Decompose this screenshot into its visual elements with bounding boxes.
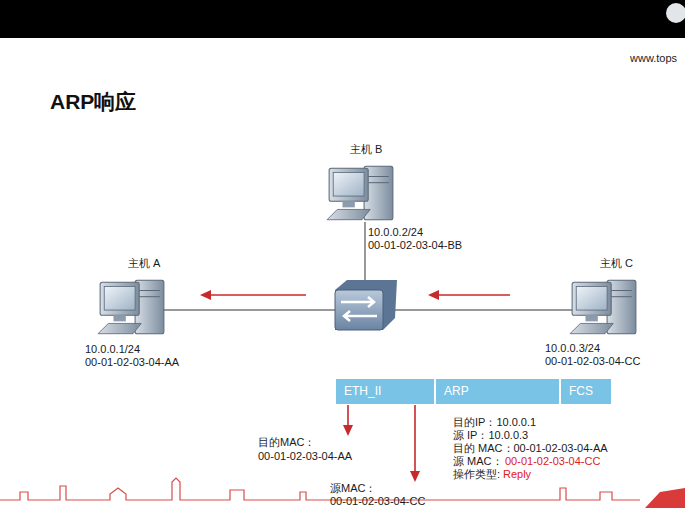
field-caption: 源MAC： bbox=[330, 482, 376, 495]
wire bbox=[150, 310, 335, 311]
arp-field: 操作类型: bbox=[453, 468, 500, 481]
arp-field: 源 MAC： bbox=[453, 455, 503, 468]
computer-icon bbox=[327, 166, 393, 219]
ip-address: 10.0.0.3/24 bbox=[545, 342, 600, 355]
switch-icon bbox=[335, 280, 397, 330]
field-name: FCS bbox=[569, 385, 593, 398]
arp-value-highlight: Reply bbox=[503, 468, 531, 481]
avatar-dot bbox=[666, 3, 685, 23]
arp-field: 源 IP：10.0.0.3 bbox=[453, 429, 528, 442]
arp-field: 目的IP：10.0.0.1 bbox=[453, 416, 536, 429]
mac-address: 00-01-02-03-04-AA bbox=[85, 356, 179, 369]
wire bbox=[395, 310, 585, 311]
frame-field: FCS bbox=[560, 378, 612, 405]
slide-title: ARP响应 bbox=[50, 88, 136, 116]
mac-address: 00-01-02-03-04-CC bbox=[545, 355, 640, 368]
mac-address: 00-01-02-03-04-BB bbox=[368, 239, 462, 252]
wire bbox=[365, 222, 366, 282]
arp-value-highlight: 00-01-02-03-04-CC bbox=[505, 455, 600, 468]
host-label: 主机 B bbox=[350, 143, 382, 156]
frame-field: ETH_II bbox=[335, 378, 435, 405]
logo-swoosh bbox=[645, 488, 685, 508]
field-name: ETH_II bbox=[344, 385, 381, 398]
host-label: 主机 C bbox=[600, 257, 633, 270]
watermark: www.tops bbox=[630, 52, 677, 65]
host-node: 主机 C 10.0.0.3/2400-01-02-03-04-CC bbox=[540, 255, 680, 370]
computer-icon bbox=[98, 280, 164, 333]
host-node: 主机 B 10.0.0.2/2400-01-02-03-04-BB bbox=[325, 143, 475, 258]
ip-address: 10.0.0.2/24 bbox=[368, 226, 423, 239]
skyline bbox=[0, 478, 640, 500]
arp-field: 目的 MAC：00-01-02-03-04-AA bbox=[453, 442, 608, 455]
ip-address: 10.0.0.1/24 bbox=[85, 343, 140, 356]
field-name: ARP bbox=[444, 385, 469, 398]
top-bar bbox=[0, 0, 685, 38]
host-node: 主机 A 10.0.0.1/2400-01-02-03-04-AA bbox=[80, 255, 220, 370]
mac-value: 00-01-02-03-04-AA bbox=[258, 450, 352, 463]
frame-field: ARP bbox=[435, 378, 560, 405]
field-caption: 目的MAC： bbox=[258, 436, 315, 449]
host-label: 主机 A bbox=[128, 257, 160, 270]
computer-icon bbox=[570, 280, 636, 333]
mac-value: 00-01-02-03-04-CC bbox=[330, 495, 425, 508]
